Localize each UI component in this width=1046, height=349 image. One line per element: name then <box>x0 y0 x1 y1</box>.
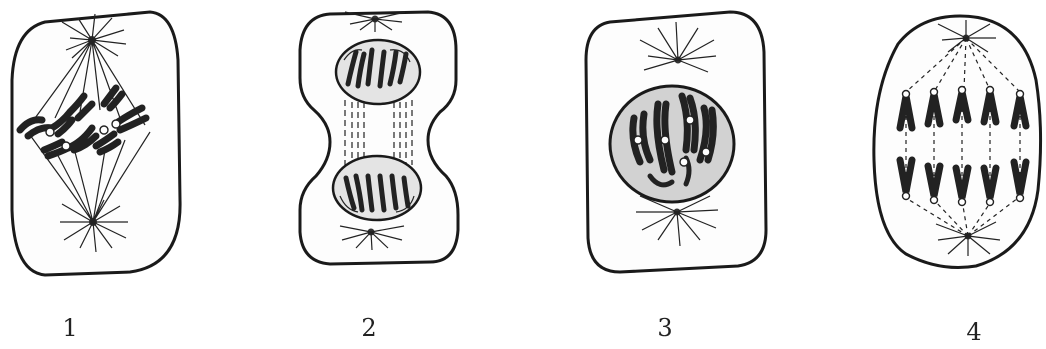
label-2: 2 <box>361 314 376 342</box>
label-4: 4 <box>966 318 981 346</box>
cell-2 <box>300 12 458 264</box>
cell-3 <box>586 12 766 272</box>
cell-4 <box>874 16 1041 268</box>
cell-2-bottom-nucleus <box>333 156 421 220</box>
cell-3-nucleus <box>610 86 734 202</box>
cell-2-top-nucleus <box>336 40 420 104</box>
label-3: 3 <box>657 314 672 342</box>
label-1: 1 <box>62 314 77 342</box>
cell-1 <box>12 12 180 275</box>
